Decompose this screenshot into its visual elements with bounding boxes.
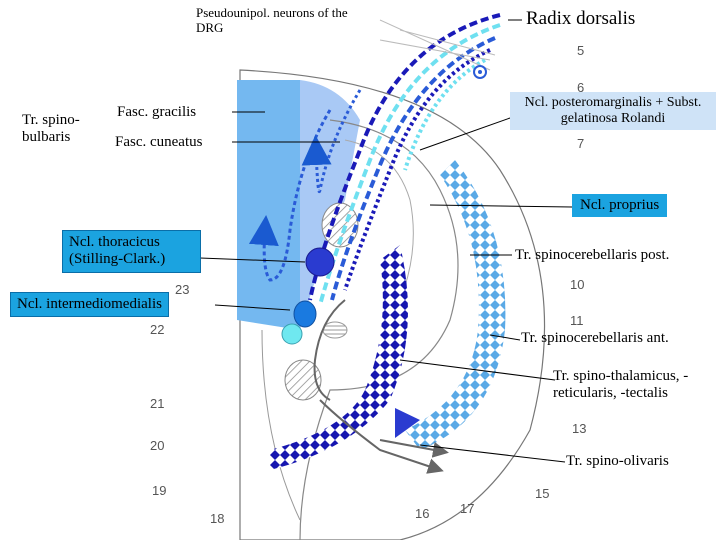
lamina-6: 6: [577, 80, 584, 95]
spinothalamicus-band: [270, 245, 408, 470]
thoracicus-text: Ncl. thoracicus (Stilling-Clark.): [69, 234, 166, 268]
label-spinocerebellaris-post: Tr. spinocerebellaris post.: [515, 247, 670, 263]
leader-thoracicus: [199, 257, 306, 263]
spinocerebellaris-post-band: [405, 160, 506, 450]
label-spinothalamicus: Tr. spino-thalamicus, -reticularis, -tec…: [553, 368, 689, 402]
dorsal-root-fiber-4: [343, 48, 491, 291]
label-spinocerebellaris-ant: Tr. spinocerebellaris ant.: [521, 330, 669, 346]
label-spinobulbaris: Tr. spino-bulbaris: [22, 112, 80, 146]
spinothalamicus-neuron: [395, 408, 420, 438]
box-intermediomedialis: Ncl. intermediomedialis: [10, 292, 169, 318]
lamina-21: 21: [150, 396, 164, 411]
lamina-23: 23: [175, 282, 189, 297]
ncl-intermedio-cyan-circle: [281, 323, 303, 345]
lamina-22: 22: [150, 322, 164, 337]
fasc-gracilis-region: [237, 80, 300, 330]
gray-fiber-fan: [379, 19, 496, 71]
leader-proprius: [429, 204, 573, 208]
posteromarginalis-text: Ncl. posteromarginalis + Subst. gelatino…: [524, 95, 702, 127]
lamina-19: 19: [152, 483, 166, 498]
central-region-outline: [261, 329, 301, 521]
proprius-text: Ncl. proprius: [580, 197, 660, 213]
arrow-central-loop: [313, 299, 346, 401]
arrow-spinoolivaris-2: [379, 439, 449, 458]
lamina-16: 16: [415, 506, 429, 521]
lamina-20: 20: [150, 438, 164, 453]
lamina-7: 7: [577, 136, 584, 151]
leader-intermedio: [214, 304, 291, 311]
intermediomedialis-text: Ncl. intermediomedialis: [17, 296, 162, 312]
dorsal-root-fiber-5: [403, 58, 486, 171]
root-fiber-dot: [478, 70, 482, 74]
dorsal-root-fiber-3: [330, 36, 496, 301]
label-radix-dorsalis: Radix dorsalis: [526, 8, 636, 29]
lamina-17: 17: [460, 501, 474, 516]
box-proprius: Ncl. proprius: [572, 194, 668, 218]
leader-posteromarginalis: [419, 117, 511, 151]
label-spinoolivaris: Tr. spino-olivaris: [566, 453, 669, 469]
lamina-18: 18: [210, 511, 224, 526]
lamina-13: 13: [572, 421, 586, 436]
box-posteromarginalis: Ncl. posteromarginalis + Subst. gelatino…: [510, 92, 716, 131]
label-fasc-gracilis: Fasc. gracilis: [117, 104, 197, 120]
arrow-spinoolivaris-1: [319, 399, 444, 474]
ncl-thoracicus-circle: [305, 247, 335, 277]
leader-scb-ant: [489, 334, 521, 341]
gracilis-ascending-fiber: [248, 109, 332, 282]
hatched-nucleus-lower: [284, 359, 322, 401]
ncl-intermediomedialis-circle: [293, 300, 317, 328]
lamina-11: 11: [570, 313, 584, 328]
cuneatus-ascending-fiber: [301, 89, 362, 194]
label-fasc-cuneatus: Fasc. cuneatus: [115, 134, 203, 150]
lamina-10: 10: [570, 277, 584, 292]
box-thoracicus: Ncl. thoracicus (Stilling-Clark.): [62, 230, 201, 273]
lamina-5: 5: [577, 43, 584, 58]
leader-spinothalamicus: [399, 359, 556, 381]
lamina-15: 15: [535, 486, 549, 501]
striped-nucleus: [322, 321, 348, 339]
leader-spinoolivaris: [419, 444, 566, 463]
label-drg: Pseudounipol. neurons of the DRG: [196, 5, 348, 35]
